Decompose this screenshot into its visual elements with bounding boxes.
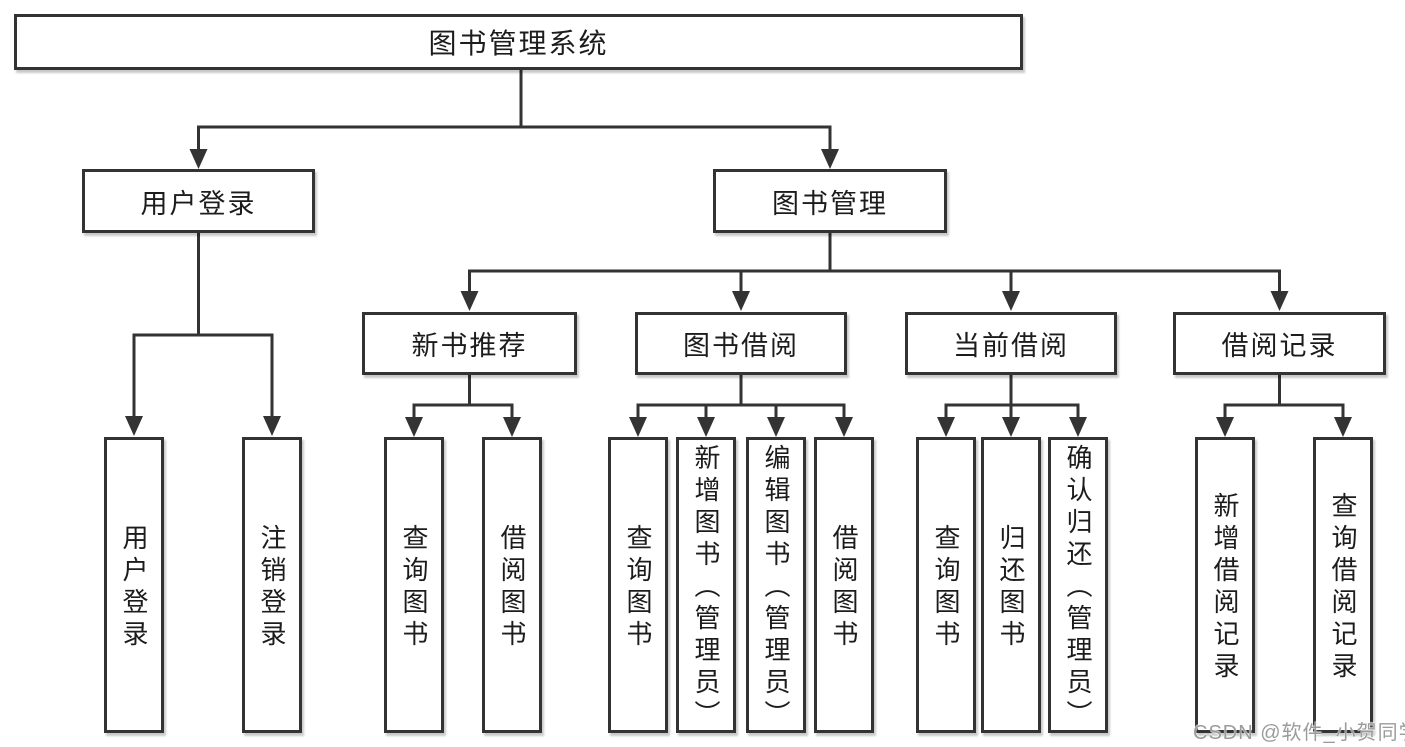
node-return-books-label: 归还图书	[996, 524, 1026, 652]
node-query-books-borrowing: 查询图书	[608, 437, 668, 733]
node-borrow-books-borrowing-label: 借阅图书	[829, 524, 859, 652]
node-user-login-leaf-label: 用户登录	[119, 524, 149, 652]
node-logout-leaf: 注销登录	[242, 437, 302, 733]
node-borrowing-records-label: 借阅记录	[1221, 331, 1338, 361]
node-return-books: 归还图书	[981, 437, 1041, 733]
edge-root-to-children	[189, 70, 839, 169]
watermark: CSDN @软件_小贺同学	[1193, 722, 1405, 744]
node-user-login: 用户登录	[82, 169, 315, 233]
edge-borrowing-to-children	[629, 375, 853, 437]
node-edit-book-admin-label: 编辑图书（管理员）	[761, 444, 791, 732]
node-borrow-books-borrowing: 借阅图书	[814, 437, 874, 733]
edge-records-to-children	[1216, 375, 1352, 437]
node-new-book-recommend-label: 新书推荐	[411, 331, 528, 361]
edge-current-to-children	[937, 375, 1087, 437]
node-query-books-current-label: 查询图书	[931, 524, 961, 652]
node-query-books-borrowing-label: 查询图书	[623, 524, 653, 652]
node-user-login-leaf: 用户登录	[104, 437, 164, 733]
node-borrow-books-recommend: 借阅图书	[482, 437, 542, 733]
node-book-borrowing-label: 图书借阅	[683, 331, 799, 361]
node-root: 图书管理系统	[14, 14, 1023, 70]
node-query-books-recommend-label: 查询图书	[399, 524, 429, 652]
node-current-borrowing: 当前借阅	[905, 312, 1117, 375]
node-borrow-books-recommend-label: 借阅图书	[497, 524, 527, 652]
edge-book-management-to-children	[460, 233, 1289, 311]
node-query-books-recommend: 查询图书	[384, 437, 444, 733]
node-book-management: 图书管理	[713, 169, 947, 233]
node-logout-leaf-label: 注销登录	[257, 524, 287, 652]
node-query-books-current: 查询图书	[916, 437, 976, 733]
edge-user-login-to-children	[125, 233, 281, 436]
node-current-borrowing-label: 当前借阅	[953, 331, 1069, 361]
node-new-book-recommend: 新书推荐	[362, 312, 577, 375]
node-add-borrow-record: 新增借阅记录	[1195, 437, 1255, 733]
node-confirm-return-admin-label: 确认归还（管理员）	[1063, 444, 1093, 732]
node-query-borrow-record-label: 查询借阅记录	[1328, 492, 1358, 684]
node-book-borrowing: 图书借阅	[635, 312, 847, 375]
node-confirm-return-admin: 确认归还（管理员）	[1048, 437, 1108, 733]
node-user-login-label: 用户登录	[140, 188, 257, 219]
node-book-management-label: 图书管理	[772, 188, 888, 219]
node-query-borrow-record: 查询借阅记录	[1313, 437, 1373, 733]
node-add-borrow-record-label: 新增借阅记录	[1210, 492, 1240, 684]
node-root-label: 图书管理系统	[428, 28, 609, 59]
node-edit-book-admin: 编辑图书（管理员）	[746, 437, 806, 733]
node-add-book-admin: 新增图书（管理员）	[676, 437, 736, 733]
node-borrowing-records: 借阅记录	[1173, 312, 1386, 375]
edge-recommend-to-children	[405, 375, 521, 437]
node-add-book-admin-label: 新增图书（管理员）	[691, 444, 721, 732]
